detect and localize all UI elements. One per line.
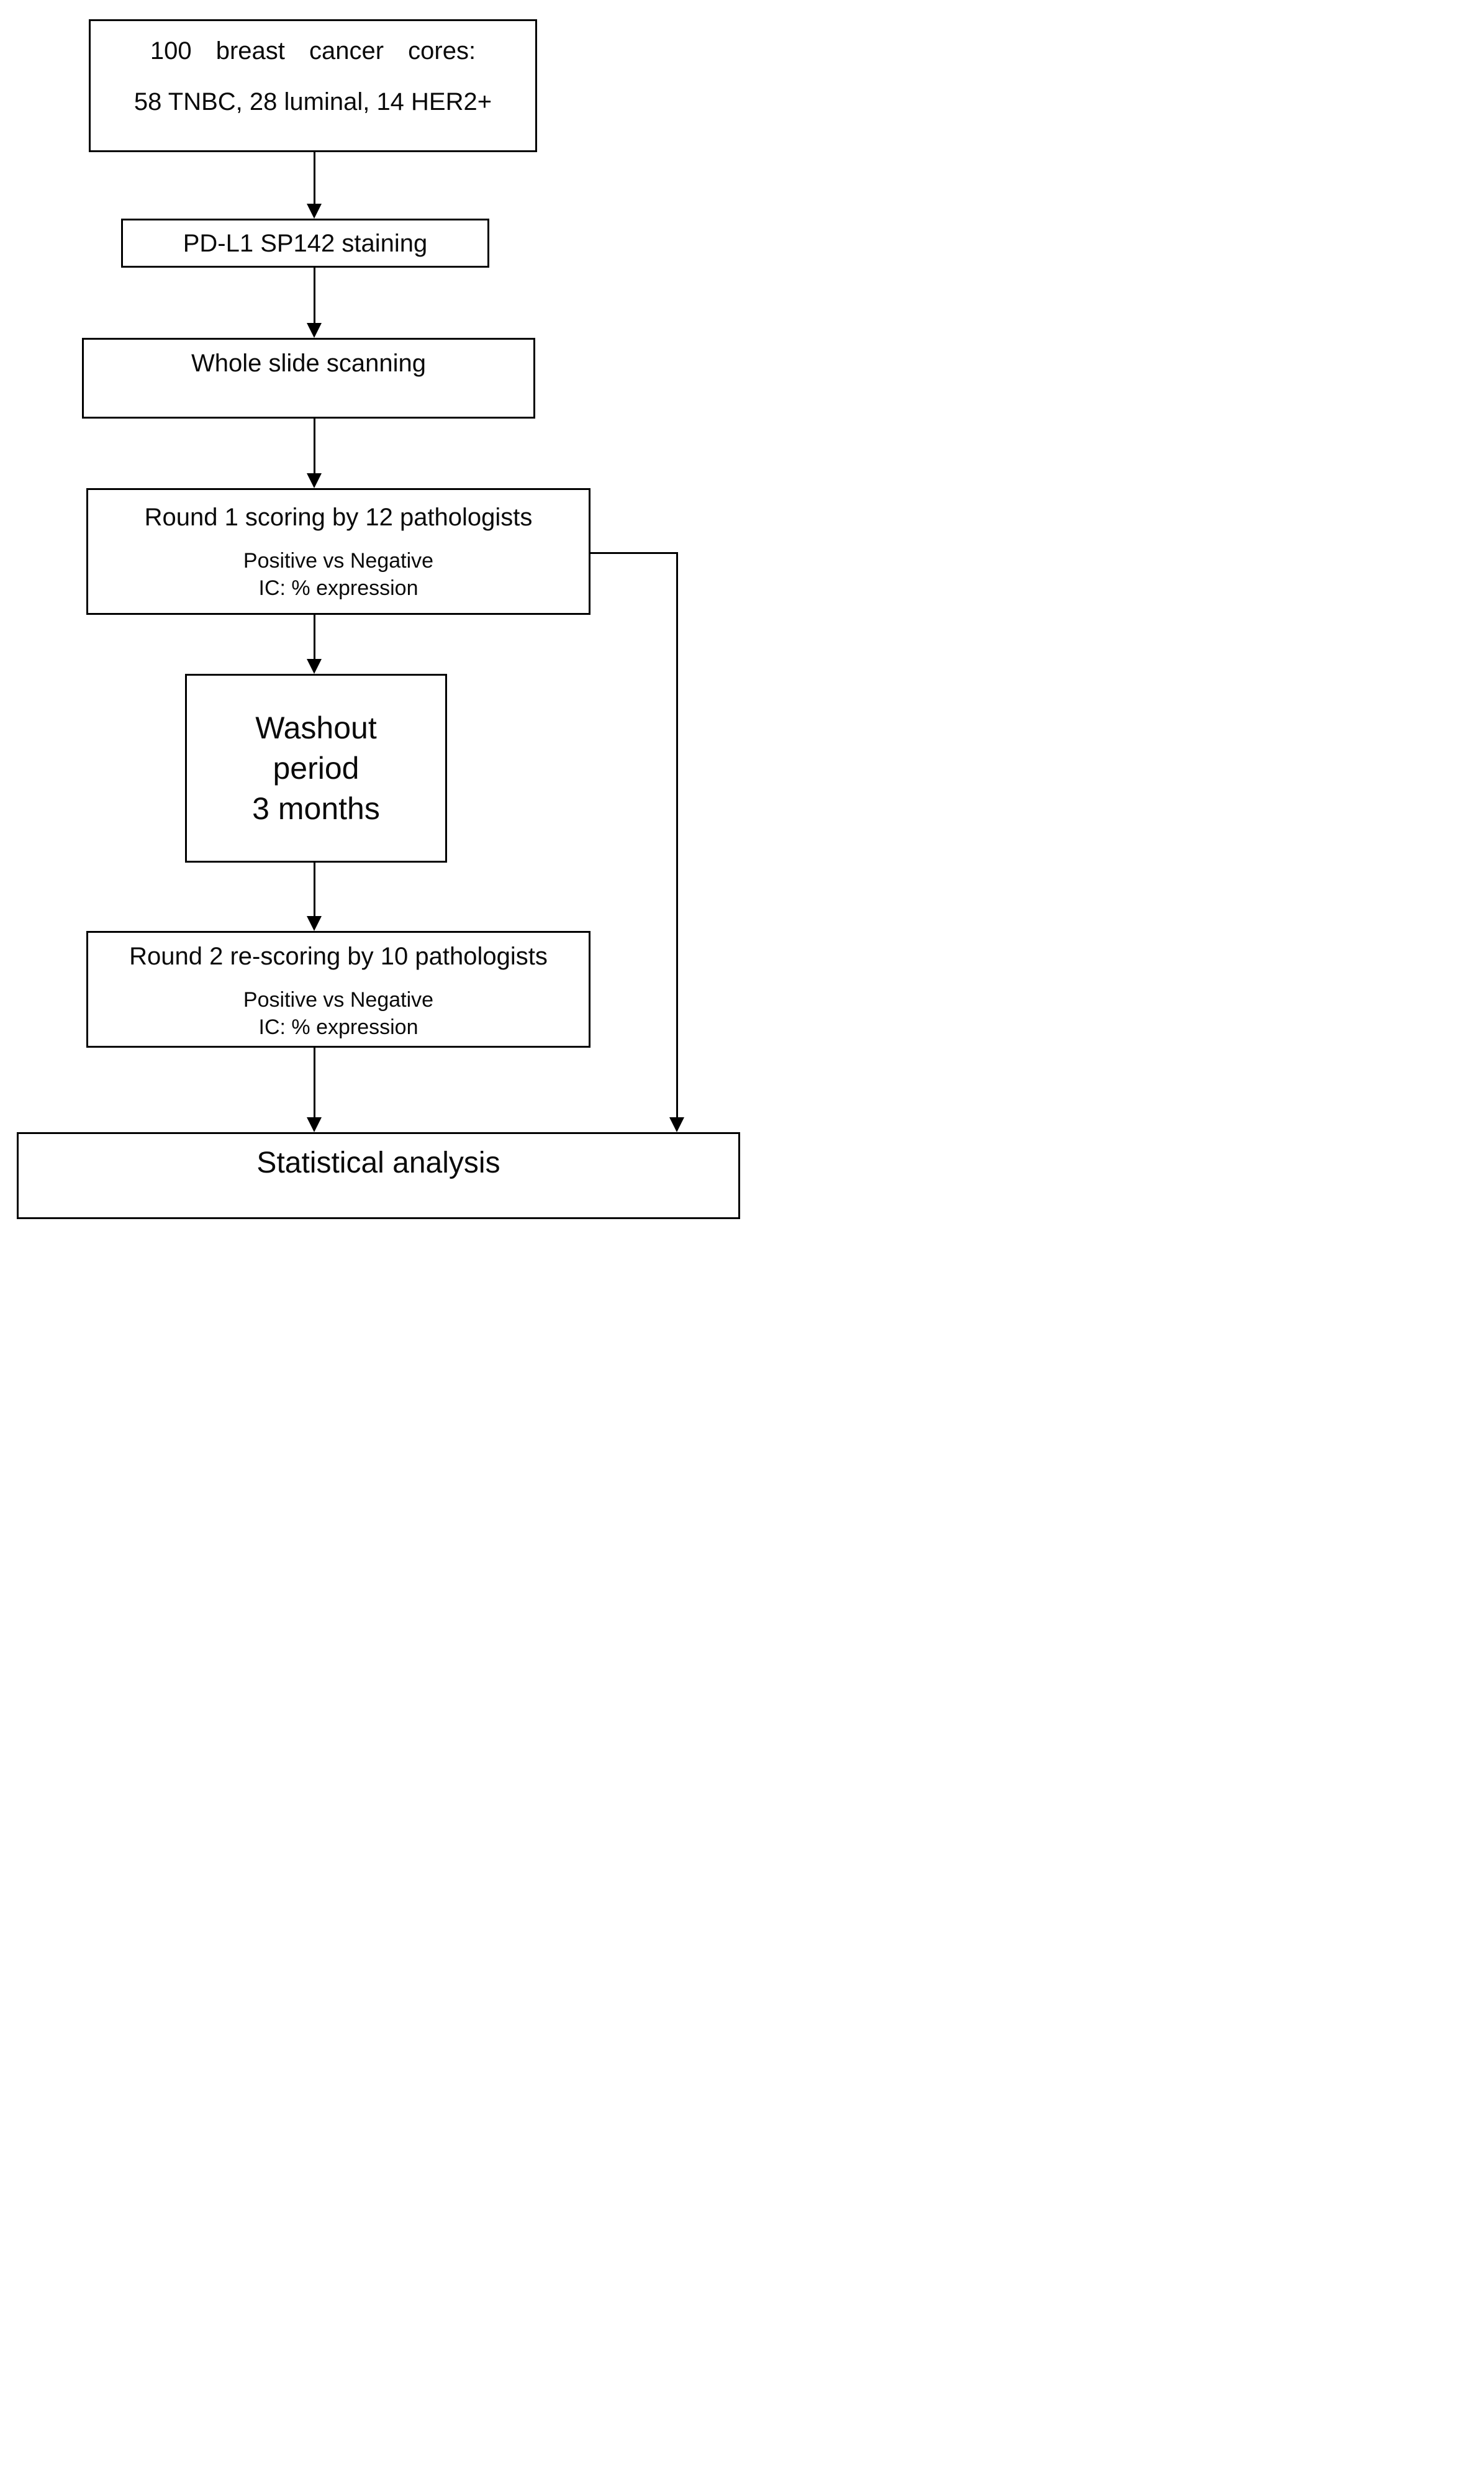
arrow-head-icon: [669, 1117, 684, 1132]
arrow-stem: [313, 863, 315, 916]
box-washout-period: Washout period 3 months: [185, 674, 447, 863]
box-cohort: 100 breast cancer cores: 58 TNBC, 28 lum…: [89, 19, 537, 152]
arrow-stem: [313, 419, 315, 473]
statistical-analysis-label: Statistical analysis: [256, 1146, 500, 1179]
arrow-head-icon: [307, 323, 322, 338]
arrow-stem: [313, 152, 315, 204]
arrow-scanning-to-round1: [307, 419, 322, 488]
arrow-round1-to-washout: [307, 615, 322, 674]
box-round2-rescoring: Round 2 re-scoring by 10 pathologists Po…: [86, 931, 590, 1048]
scanning-label: Whole slide scanning: [191, 350, 426, 377]
bypass-connector-arrow-round1-to-statistics: [669, 552, 684, 1132]
flowchart-canvas: 100 breast cancer cores: 58 TNBC, 28 lum…: [0, 0, 742, 1236]
arrow-cohort-to-staining: [307, 152, 322, 219]
arrow-head-icon: [307, 204, 322, 219]
box-staining: PD-L1 SP142 staining: [121, 219, 489, 268]
cohort-title: 100 breast cancer cores:: [150, 37, 476, 65]
arrow-staining-to-scanning: [307, 268, 322, 338]
round1-detail-positive-negative: Positive vs Negative: [243, 549, 434, 573]
box-round1-scoring: Round 1 scoring by 12 pathologists Posit…: [86, 488, 590, 615]
cohort-subtypes: 58 TNBC, 28 luminal, 14 HER2+: [133, 88, 492, 116]
washout-line3: 3 months: [252, 791, 380, 826]
arrow-stem: [676, 552, 678, 1117]
bypass-connector-horizontal: [589, 552, 678, 554]
arrow-head-icon: [307, 473, 322, 488]
arrow-washout-to-round2: [307, 863, 322, 931]
arrow-head-icon: [307, 659, 322, 674]
arrow-stem: [313, 1048, 315, 1117]
arrow-round2-to-statistics: [307, 1048, 322, 1132]
box-scanning: Whole slide scanning: [82, 338, 535, 419]
round2-title: Round 2 re-scoring by 10 pathologists: [129, 943, 548, 970]
arrow-head-icon: [307, 916, 322, 931]
washout-line1: Washout: [255, 710, 377, 745]
arrow-stem: [313, 615, 315, 659]
round2-detail-positive-negative: Positive vs Negative: [243, 988, 434, 1012]
round2-detail-ic-expression: IC: % expression: [258, 1015, 419, 1039]
round1-detail-ic-expression: IC: % expression: [258, 576, 419, 600]
staining-label: PD-L1 SP142 staining: [183, 229, 428, 257]
arrow-head-icon: [307, 1117, 322, 1132]
arrow-stem: [313, 268, 315, 323]
washout-line2: period: [273, 750, 360, 786]
round1-title: Round 1 scoring by 12 pathologists: [144, 504, 533, 531]
box-statistical-analysis: Statistical analysis: [17, 1132, 740, 1219]
